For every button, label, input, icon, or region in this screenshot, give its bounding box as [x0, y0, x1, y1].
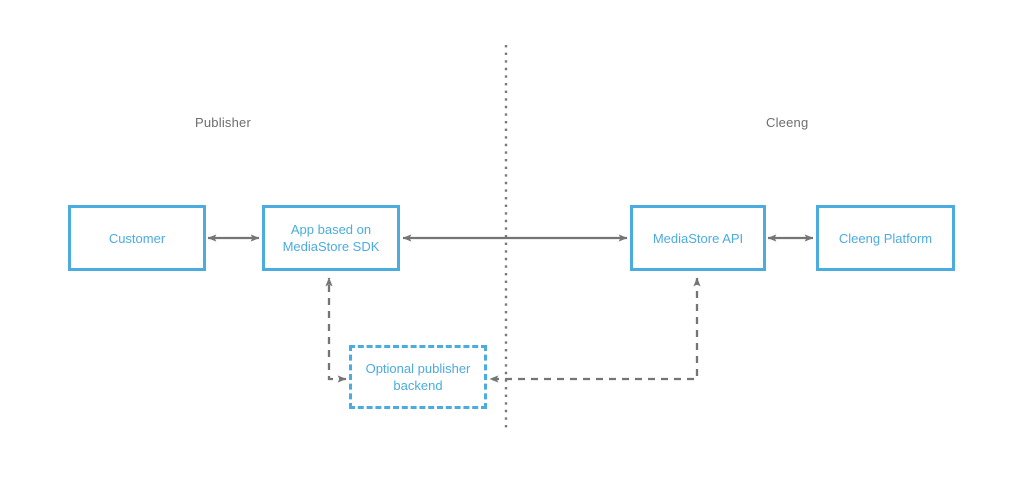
connector-api-backend	[489, 277, 701, 383]
node-mediastore-api-label: MediaStore API	[652, 230, 744, 246]
connector-backend-app	[325, 277, 347, 383]
node-cleeng-platform-label: Cleeng Platform	[838, 230, 933, 246]
node-customer[interactable]: Customer	[68, 205, 206, 271]
zone-label-publisher: Publisher	[195, 115, 251, 130]
node-optional-backend-label: Optional publisher backend	[365, 361, 471, 393]
node-app-sdk-label: App based on MediaStore SDK	[282, 222, 380, 254]
node-cleeng-platform[interactable]: Cleeng Platform	[816, 205, 955, 271]
node-customer-label: Customer	[108, 230, 166, 246]
node-optional-backend[interactable]: Optional publisher backend	[349, 345, 487, 409]
zone-label-cleeng: Cleeng	[766, 115, 809, 130]
node-app-sdk[interactable]: App based on MediaStore SDK	[262, 205, 400, 271]
node-mediastore-api[interactable]: MediaStore API	[630, 205, 766, 271]
